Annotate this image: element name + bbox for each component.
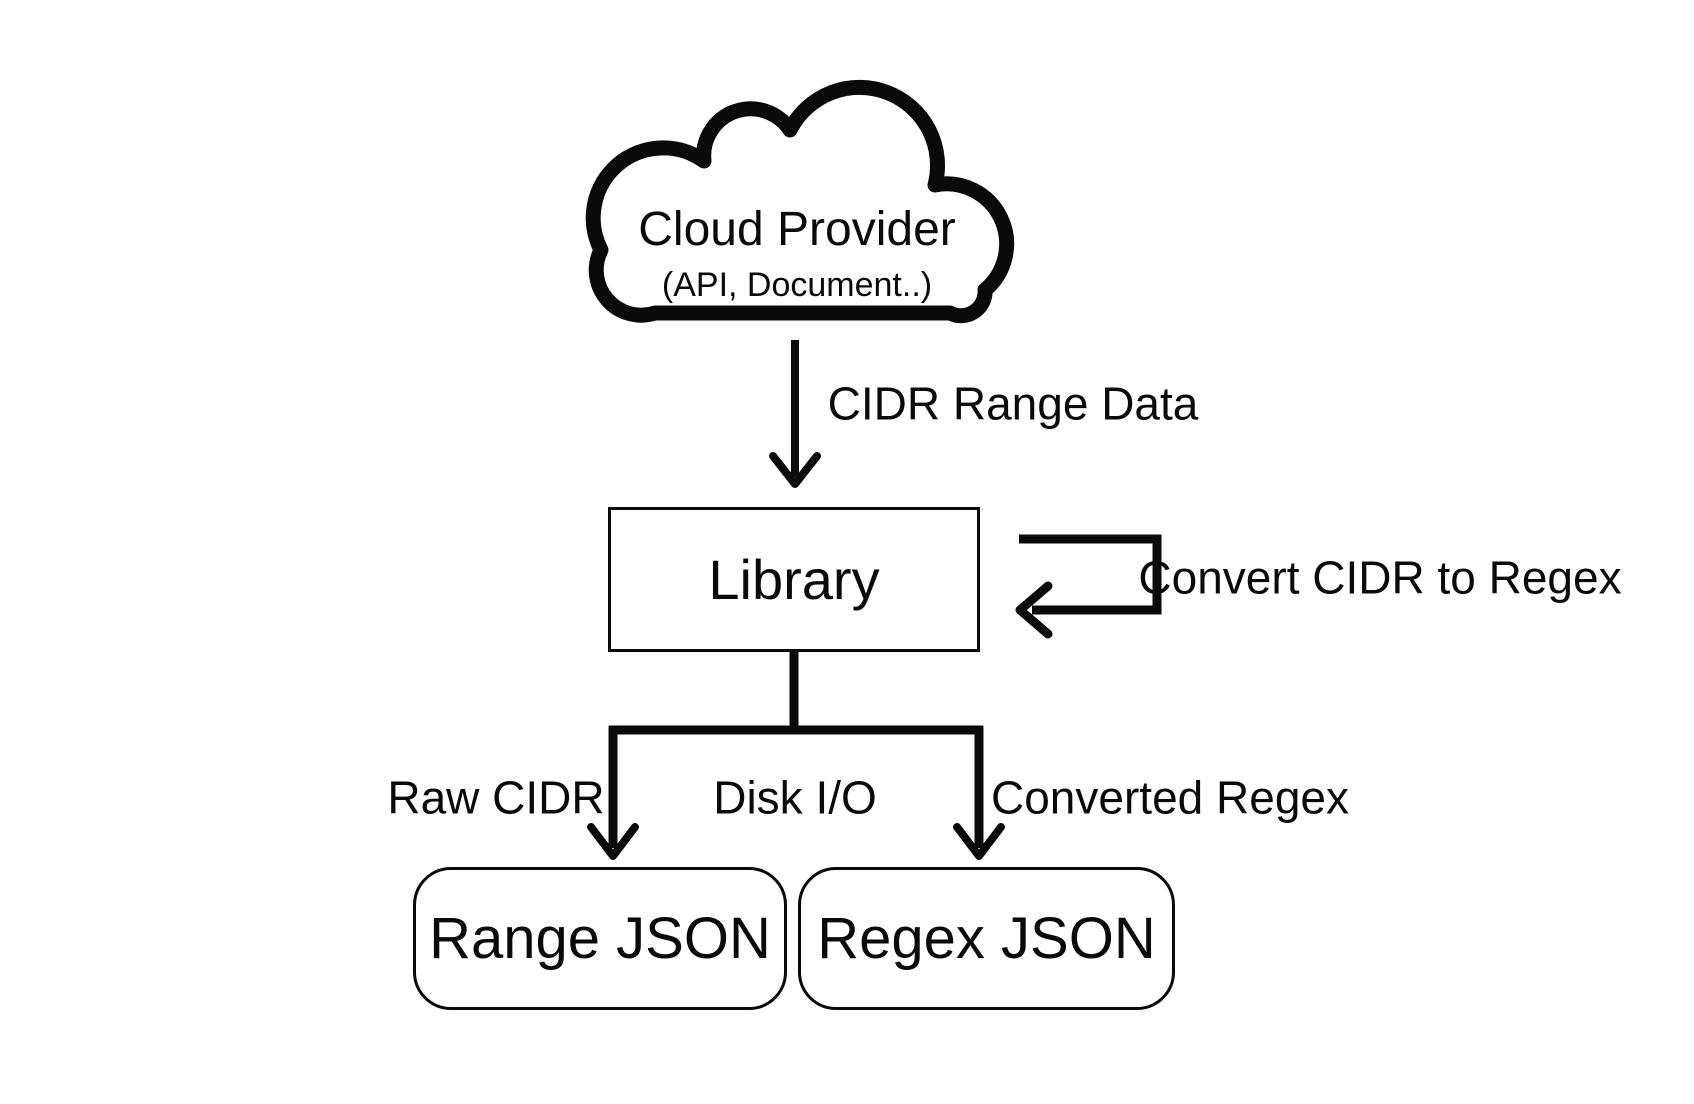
edge-label-disk-io: Disk I/O — [713, 771, 877, 824]
arrow-range-json-head — [587, 823, 639, 860]
cloud-shape — [585, 79, 1015, 324]
arrow-cloud-to-library-head — [769, 452, 821, 488]
range-json-node: Range JSON — [413, 867, 787, 1010]
arrow-regex-json-head — [953, 823, 1005, 860]
range-json-label: Range JSON — [429, 906, 771, 971]
edge-label-convert-cidr-to-regex: Convert CIDR to Regex — [1138, 551, 1622, 604]
self-loop-arrow-head — [1015, 581, 1053, 639]
regex-json-label: Regex JSON — [817, 906, 1156, 971]
cloud-title: Cloud Provider — [638, 203, 956, 256]
cloud-subtitle: (API, Document..) — [661, 265, 933, 304]
library-node: Library — [608, 507, 980, 652]
library-label: Library — [708, 548, 880, 611]
edge-label-cidr-range-data: CIDR Range Data — [827, 377, 1199, 430]
edge-label-raw-cidr: Raw CIDR — [387, 771, 605, 824]
self-loop-line — [1019, 534, 1162, 615]
regex-json-node: Regex JSON — [798, 867, 1175, 1010]
edge-label-converted-regex: Converted Regex — [991, 771, 1349, 824]
cloud-node: Cloud Provider (API, Document..) — [638, 203, 956, 307]
